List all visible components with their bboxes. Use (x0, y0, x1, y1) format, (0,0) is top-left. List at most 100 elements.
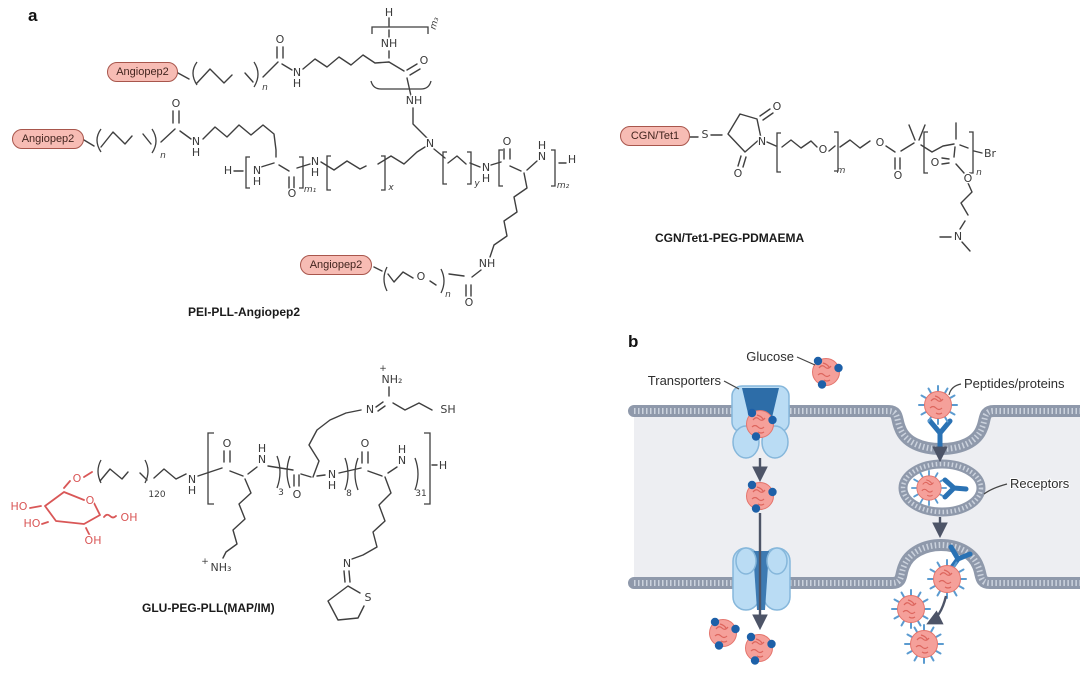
atom-label: O (931, 156, 940, 169)
atom-label: SH (440, 403, 455, 416)
atom-label: O (819, 143, 828, 156)
structure-3-name: GLU-PEG-PLL(MAP/IM) (142, 601, 275, 615)
atom-label: m (837, 166, 846, 176)
atom-label: O (417, 270, 426, 283)
atom-label: H (439, 459, 447, 472)
atom-label: O (172, 97, 181, 110)
atom-label: N (482, 161, 490, 174)
atom-label: O (361, 437, 370, 450)
structure-2-name: CGN/Tet1-PEG-PDMAEMA (655, 231, 805, 245)
atom-label: N (293, 66, 301, 79)
atom-label: O (293, 488, 302, 501)
atom-label: H (258, 442, 266, 455)
atom-label: + (201, 557, 209, 567)
atom-label: N (426, 137, 434, 150)
atom-label: N (311, 155, 319, 168)
atom-label: y (473, 179, 480, 189)
diagram-label: Transporters (648, 373, 722, 388)
atom-label: O (734, 167, 743, 180)
glucose-transporter-top (731, 385, 790, 459)
atom-label: O (773, 100, 782, 113)
atom-label: OH (85, 534, 102, 547)
membrane-bottom (628, 538, 1080, 589)
diagram-label: Glucose (746, 349, 794, 364)
atom-label: H (192, 146, 200, 159)
cgn-tet1-tag: CGN/Tet1 (620, 126, 690, 146)
arrow-release (926, 595, 948, 625)
atom-label: H (293, 77, 301, 90)
atom-label: 31 (415, 489, 426, 499)
atom-label: m₂ (557, 181, 570, 191)
label-pointers (723, 356, 1008, 495)
nanoparticle-exited-2 (746, 633, 776, 665)
nanoparticle-released-2 (905, 625, 943, 663)
atom-label: NH (406, 94, 423, 107)
atom-label: x (387, 183, 394, 193)
diagram-label: Peptides/proteins (964, 376, 1065, 391)
nanoparticle-exited-1 (710, 618, 740, 650)
atom-label: H (385, 6, 393, 19)
atom-label: NH (381, 37, 398, 50)
atom-label: N (328, 468, 336, 481)
atom-label: O (503, 135, 512, 148)
atom-label: N (258, 453, 266, 466)
atom-label: NH₃ (211, 561, 232, 574)
nanoparticle-peptide-decorated (919, 386, 957, 424)
atom-label: n (160, 151, 166, 161)
atom-label: NH₂ (382, 373, 403, 386)
atom-label: O (894, 169, 903, 182)
bonds (83, 17, 567, 297)
cytoplasm (634, 411, 1080, 583)
atom-label: O (964, 172, 973, 185)
angiopep2-tag-1: Angiopep2 (107, 62, 178, 82)
atom-label: 3 (278, 488, 284, 498)
diagram-label: Receptors (1010, 476, 1070, 491)
atom-label: N (343, 557, 351, 570)
atom-label: H (188, 484, 196, 497)
atom-label: O (276, 33, 285, 46)
atom-label: N (398, 454, 406, 467)
atom-label: 120 (148, 490, 165, 500)
atom-label: + (379, 364, 387, 374)
receptor-in-vesicle (942, 477, 969, 500)
glucose-ring (29, 471, 117, 537)
atom-label: 8 (346, 489, 352, 499)
bonds (97, 386, 438, 621)
atom-label: O (876, 136, 885, 149)
atom-label: n (445, 290, 451, 300)
atom-label: N (758, 135, 766, 148)
atom-label: O (288, 187, 297, 200)
panel-a-label: a (28, 6, 38, 25)
atom-label: HO (24, 517, 41, 530)
nanoparticle-glucose-decorated (813, 357, 843, 389)
atom-label: Br (984, 147, 997, 160)
atom-label: H (398, 443, 406, 456)
atom-label: H (568, 153, 576, 166)
atom-label: m₃ (429, 16, 442, 31)
atom-label: O (465, 296, 474, 309)
glucose-transporter-bottom (732, 547, 791, 611)
atom-label: H (538, 139, 546, 152)
atom-label: N (954, 230, 962, 243)
nanoparticle-released-1 (892, 590, 930, 628)
atom-label: O (86, 494, 95, 507)
atom-label: S (365, 591, 372, 604)
nanoparticle-releasing (928, 560, 966, 598)
atom-label: O (223, 437, 232, 450)
atom-label: O (73, 472, 82, 485)
atom-label: N (188, 473, 196, 486)
atom-label: H (328, 479, 336, 492)
atom-label: N (366, 403, 374, 416)
atom-label: H (482, 172, 490, 185)
angiopep2-tag-3: Angiopep2 (300, 255, 372, 275)
atom-label: N (538, 150, 546, 163)
